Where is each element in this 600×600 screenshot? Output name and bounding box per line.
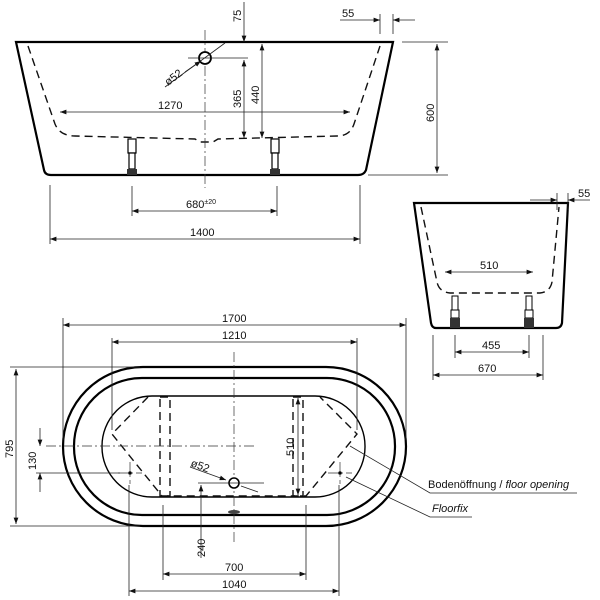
dim-1400: 1400 (190, 227, 214, 239)
side-view-inner-basin (27, 45, 381, 143)
dim-75: 75 (232, 10, 244, 22)
overflow-mark (228, 510, 240, 514)
dim-795: 795 (4, 440, 16, 458)
plan-foot-right (292, 396, 304, 497)
dim-1700: 1700 (222, 313, 246, 325)
plan-underframe (111, 396, 358, 497)
floor-opening-label: Bodenöffnung / floor opening (428, 479, 570, 491)
dim-240: 240 (196, 539, 208, 557)
dim-600: 600 (425, 104, 437, 122)
plan-outer-rim (61, 365, 408, 528)
dim-1040: 1040 (222, 579, 246, 591)
plan-foot-left (159, 396, 171, 497)
side-view: ø52 75 365 440 1270 600 55 680 (14, 2, 448, 244)
plan-basin (101, 395, 366, 498)
dim-440: 440 (250, 86, 262, 104)
end-leg-left (450, 318, 460, 328)
drain-diameter-label: ø52 (189, 458, 211, 476)
dim-55-side: 55 (342, 8, 354, 20)
dim-700: 700 (225, 562, 243, 574)
dim-55-end: 55 (578, 188, 590, 200)
end-leg-right (524, 318, 534, 328)
dim-670: 670 (478, 363, 496, 375)
dim-510-end: 510 (480, 260, 498, 272)
plan-view: ø52 1700 1210 795 130 510 240 700 (4, 313, 577, 596)
dim-1270: 1270 (158, 100, 182, 112)
dim-1210: 1210 (222, 330, 246, 342)
overflow-diameter-label: ø52 (163, 67, 185, 88)
end-view-outline (412, 201, 570, 330)
floorfix-points (118, 462, 352, 484)
side-leg-right (270, 138, 280, 175)
dim-130: 130 (27, 452, 39, 470)
end-view-inner-basin (420, 206, 560, 294)
side-leg-left (127, 138, 137, 175)
side-view-outline (14, 40, 395, 177)
dim-455: 455 (482, 340, 500, 352)
plan-inner-rim (72, 376, 397, 517)
dim-510-plan: 510 (285, 438, 297, 456)
end-view: 510 55 455 670 (412, 188, 590, 380)
dim-680: 680±20 (186, 199, 216, 211)
floorfix-label: Floorfix (432, 503, 469, 515)
dim-365: 365 (232, 90, 244, 108)
